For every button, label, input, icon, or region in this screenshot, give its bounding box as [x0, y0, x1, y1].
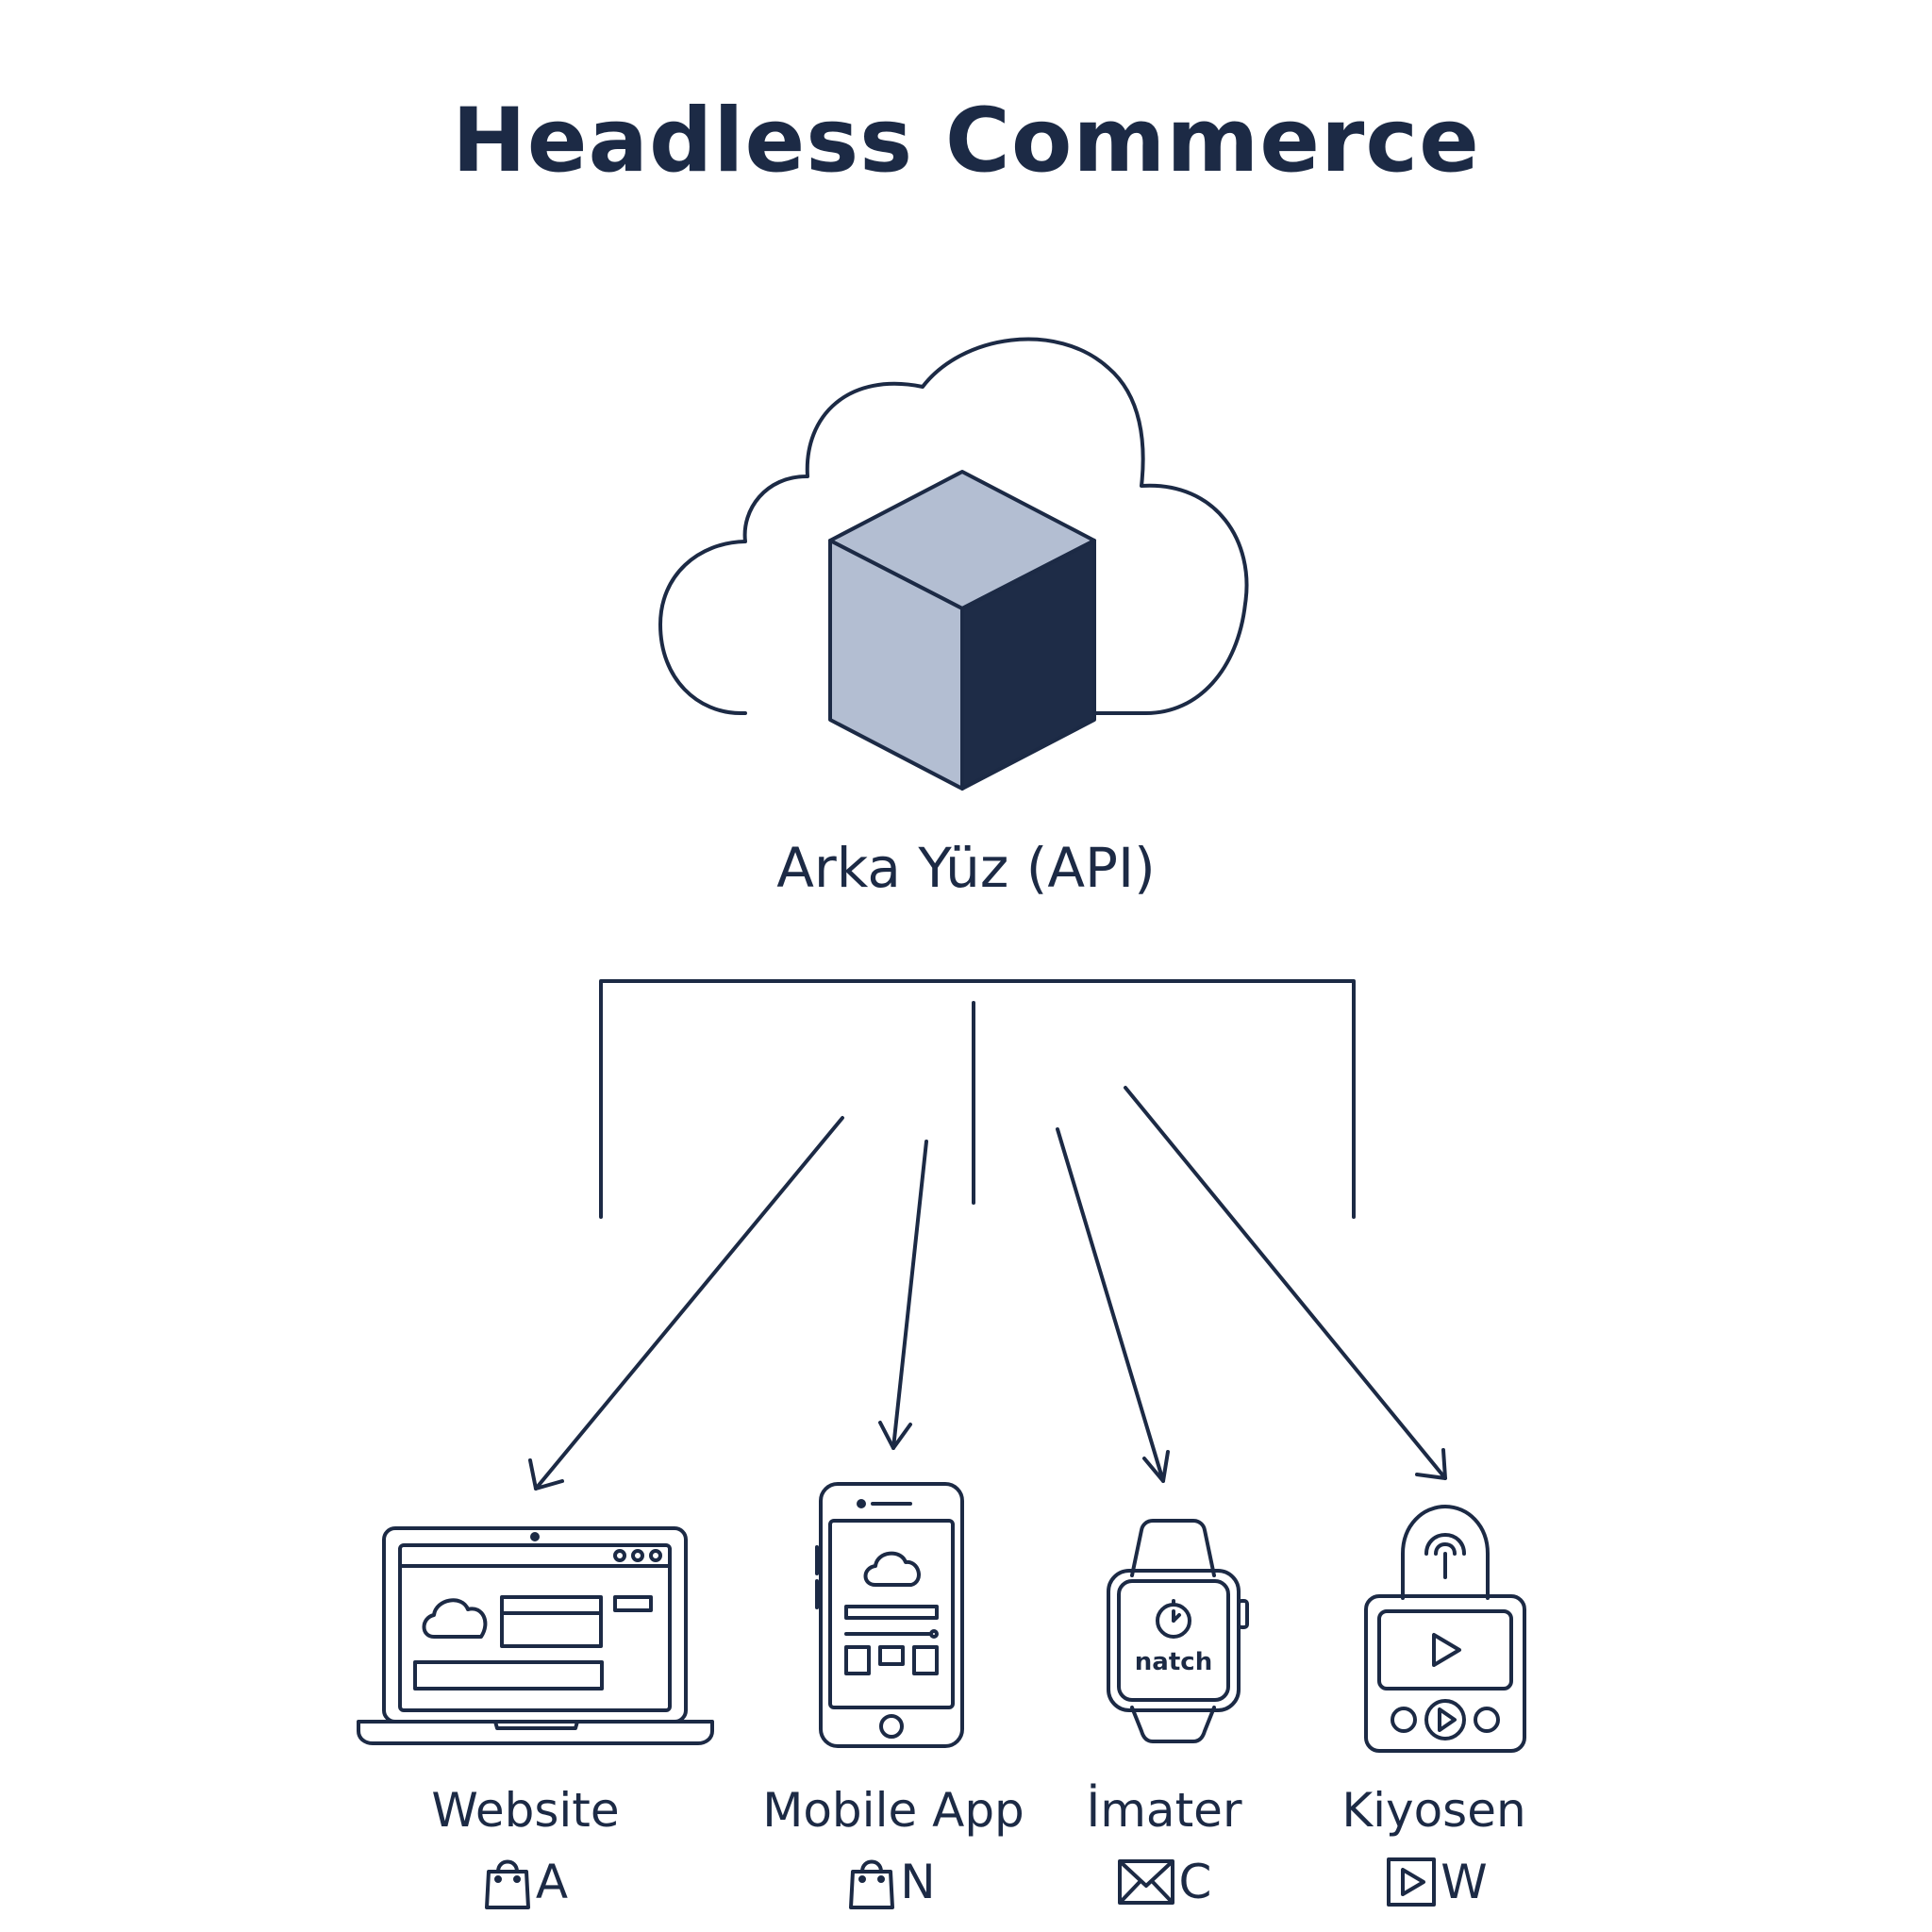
channel-sub-smartwatch: C [1023, 1849, 1306, 1915]
backend-api-label: Arka Yüz (API) [776, 836, 1156, 900]
bracket-connector [599, 979, 1356, 1219]
mail-icon [1117, 1859, 1174, 1905]
channel-sub-text: N [900, 1855, 936, 1909]
channel-label-kiosk: Kiyosen [1341, 1783, 1526, 1838]
channel-sub-text: A [535, 1855, 569, 1909]
cloud-icon [658, 337, 1249, 715]
channel-sub-text: W [1441, 1855, 1488, 1909]
channel-sub-mobile-app: N [750, 1849, 1033, 1915]
cube-icon [828, 470, 1096, 791]
channel-sub-kiosk: W [1295, 1849, 1578, 1915]
smartphone-icon [815, 1482, 964, 1748]
channel-sub-website: A [384, 1849, 667, 1915]
channel-label-website: Website [431, 1783, 620, 1838]
kiosk-icon [1364, 1505, 1526, 1753]
shopping-bag-icon [849, 1859, 895, 1909]
smartwatch-screen-text: natch [1135, 1648, 1212, 1676]
diagram-title: Headless Commerce [452, 90, 1480, 192]
smartwatch-icon [1107, 1519, 1249, 1743]
arrow-to-smartwatch [1056, 1127, 1170, 1483]
channel-sub-text: C [1178, 1855, 1212, 1909]
arrow-to-kiosk [1124, 1086, 1447, 1480]
laptop-icon [357, 1526, 714, 1745]
shopping-bag-icon [484, 1859, 530, 1909]
play-box-icon [1387, 1857, 1437, 1907]
channel-label-smartwatch: İmater [1086, 1783, 1242, 1838]
arrow-to-website [528, 1116, 844, 1491]
channel-label-mobile-app: Mobile App [762, 1783, 1024, 1838]
arrow-to-mobile-app [878, 1140, 928, 1450]
